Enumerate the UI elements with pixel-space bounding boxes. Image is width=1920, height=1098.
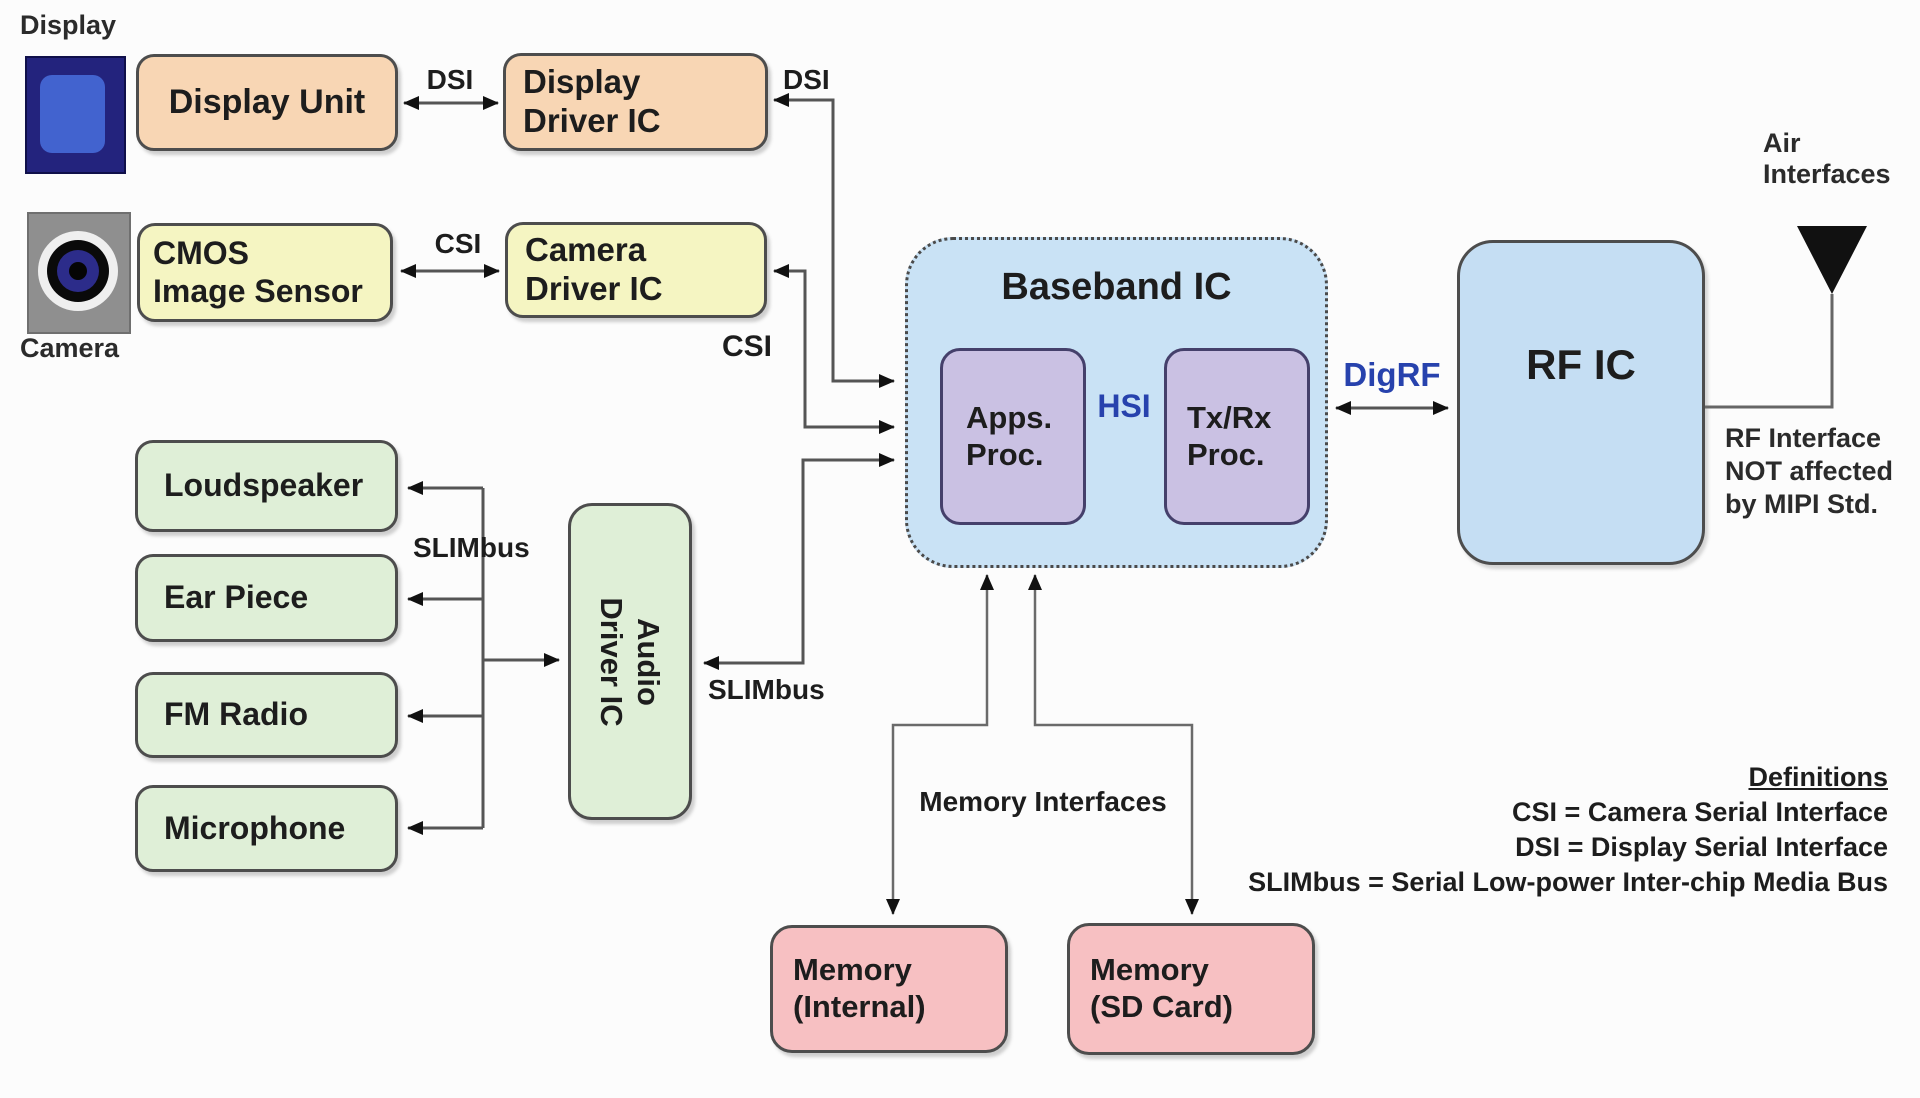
definition-item: DSI = Display Serial Interface	[1515, 832, 1888, 863]
audio-driver-ic-box: Audio Driver IC	[568, 503, 692, 820]
display-icon-screen	[40, 75, 105, 153]
camera-icon	[27, 212, 131, 334]
ear-piece-box: Ear Piece	[135, 554, 398, 642]
baseband-ic-title: Baseband IC	[1001, 266, 1232, 308]
rf-ic-box: RF IC	[1457, 240, 1705, 565]
audio-driver-ic-label: Audio Driver IC	[594, 596, 667, 727]
display-caption: Display	[20, 10, 117, 40]
txrx-proc-box: Tx/Rx Proc.	[1164, 348, 1310, 525]
memory-interfaces-label: Memory Interfaces	[919, 786, 1167, 817]
rf-interface-note: RF Interface NOT affected by MIPI Std.	[1725, 423, 1894, 519]
rf-antenna-link	[1705, 294, 1834, 409]
camera-caption: Camera	[20, 333, 120, 363]
fm-radio-box: FM Radio	[135, 672, 398, 758]
apps-proc-box: Apps. Proc.	[940, 348, 1086, 525]
microphone-box: Microphone	[135, 785, 398, 872]
camera-driver-ic-box: Camera Driver IC	[505, 222, 767, 318]
slimbus-baseband-label: SLIMbus	[708, 674, 825, 705]
camera-lens-pupil	[69, 262, 87, 280]
slimbus-baseband-link	[703, 453, 895, 670]
csi-baseband-label: CSI	[722, 330, 773, 363]
dsi-label: DSI	[426, 64, 474, 95]
slimbus-audio-label: SLIMbus	[413, 532, 530, 563]
memory-sd-card-box: Memory (SD Card)	[1067, 923, 1315, 1055]
definition-item: CSI = Camera Serial Interface	[1512, 797, 1888, 828]
cmos-image-sensor-box: CMOS Image Sensor	[137, 223, 393, 322]
memory-internal-link	[886, 574, 994, 915]
memory-sd-link	[1028, 574, 1199, 915]
definition-item: SLIMbus = Serial Low-power Inter-chip Me…	[1248, 867, 1888, 898]
loudspeaker-box: Loudspeaker	[135, 440, 398, 532]
display-unit-box: Display Unit	[136, 54, 398, 151]
definitions-block: Definitions CSI = Camera Serial Interfac…	[1200, 760, 1888, 900]
memory-internal-box: Memory (Internal)	[770, 925, 1008, 1053]
air-interfaces-note: Air Interfaces	[1763, 128, 1891, 190]
digrf-label: DigRF	[1343, 356, 1441, 393]
definitions-title: Definitions	[1748, 762, 1889, 792]
hsi-label: HSI	[1097, 388, 1151, 424]
dsi-baseband-label: DSI	[783, 64, 830, 95]
display-icon	[25, 56, 126, 174]
display-driver-ic-box: Display Driver IC	[503, 53, 768, 151]
csi-label: CSI	[434, 228, 482, 259]
rf-ic-title: RF IC	[1526, 341, 1636, 388]
antenna-icon	[1797, 226, 1867, 294]
